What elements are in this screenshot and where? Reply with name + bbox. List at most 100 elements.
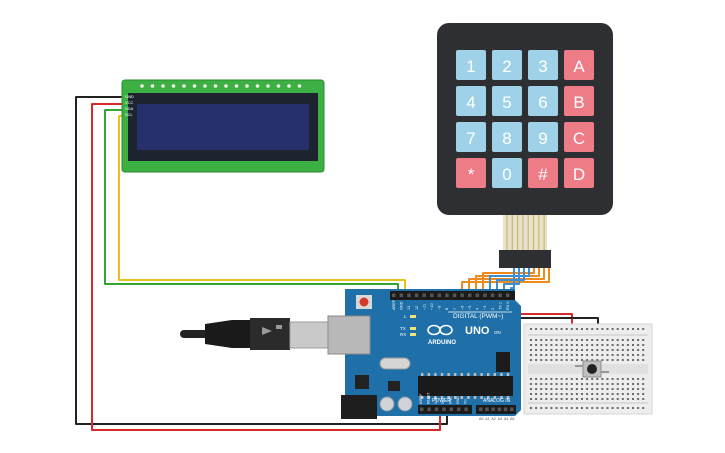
keypad-key[interactable]: 1 [456, 50, 486, 80]
analog-pin-label: A0 [479, 417, 483, 421]
keypad-key-label: # [538, 165, 548, 184]
lcd-header-pin [234, 84, 239, 88]
power-pin-label: 5V [441, 399, 445, 404]
power-pin-label: RESET [426, 393, 430, 404]
keypad-key-label: 1 [466, 57, 475, 76]
wire-keypad-6 [496, 268, 525, 292]
tx-label: TX [400, 326, 406, 331]
digital-pin-label: 12 [415, 306, 419, 310]
analog-pin-label: A4 [504, 417, 508, 421]
keypad-key-label: 2 [502, 57, 511, 76]
keypad-key-label: 8 [502, 129, 511, 148]
keypad-key-label: 0 [502, 165, 511, 184]
on-label: ON [494, 330, 501, 335]
digital-pin-label: ~6 [460, 306, 464, 310]
digital-pin-label: 4 [476, 308, 480, 310]
keypad-key-label: D [573, 165, 585, 184]
keypad-key[interactable]: 0 [492, 158, 522, 188]
wire-scl [118, 115, 406, 292]
rx-label: RX [400, 332, 406, 337]
digital-pin-label: AREF [392, 299, 396, 310]
keypad-key-label: 7 [466, 129, 475, 148]
wire-keypad-1 [461, 268, 550, 292]
lcd-header-pin [171, 84, 176, 88]
lcd-header-pin [297, 84, 302, 88]
power-label: POWER [432, 398, 451, 404]
analog-pin-label: A1 [485, 417, 489, 421]
arduino-logo: ARDUINO UNO [427, 324, 490, 346]
keypad-key[interactable]: 2 [492, 50, 522, 80]
analog-pin-label: A3 [498, 417, 502, 421]
lcd-header-pin [140, 84, 144, 88]
keypad-key[interactable]: D [564, 158, 594, 188]
analog-label: ANALOG IN [483, 398, 511, 404]
keypad-key[interactable]: C [564, 122, 594, 152]
keypad-key[interactable]: 4 [456, 86, 486, 116]
usb-port [327, 315, 371, 355]
keypad-key[interactable]: * [456, 158, 486, 188]
digital-pin-label: ~10 [430, 304, 434, 310]
digital-pin-label: 8 [445, 308, 449, 310]
digital-pin-label: TX 1 [498, 302, 502, 310]
keypad-key-label: 6 [538, 93, 547, 112]
digital-pin-label: GND [400, 301, 404, 310]
digital-pin-label: 13 [407, 306, 411, 310]
lcd-pin-gnd: GND [125, 94, 134, 99]
lcd-pin-sda: SDA [125, 106, 134, 111]
keypad-key[interactable]: A [564, 50, 594, 80]
lcd-header-pin [276, 84, 281, 88]
analog-pin-label: A5 [510, 417, 514, 421]
lcd-top-pins [140, 84, 302, 88]
analog-header [476, 405, 516, 414]
keypad-key-label: 5 [502, 93, 511, 112]
lcd-header-pin [161, 84, 165, 88]
keypad-key-label: A [573, 57, 585, 76]
keypad-key[interactable]: 7 [456, 122, 486, 152]
power-pin-label: IOREF [419, 394, 423, 404]
digital-pin-label: ~11 [422, 304, 426, 310]
push-button [575, 360, 609, 378]
wire-keypad-7 [503, 268, 520, 292]
keypad-key-label: 9 [538, 129, 547, 148]
digital-pin-label: ~9 [438, 306, 442, 310]
keypad-key[interactable]: B [564, 86, 594, 116]
power-jack [341, 395, 377, 419]
lcd-header-pin [192, 84, 197, 88]
usb-cable [180, 318, 329, 350]
lcd-header-pin [266, 84, 270, 88]
lcd-pin-vcc: VCC [125, 100, 134, 105]
model-label: UNO [465, 325, 490, 337]
wire-keypad-5 [489, 268, 530, 292]
keypad-key[interactable]: # [528, 158, 558, 188]
wire-sda [104, 109, 399, 292]
power-pin-label: Vin [463, 399, 467, 404]
lcd-header-pin [203, 84, 207, 88]
lcd-header-pin [224, 84, 228, 88]
l-label: L [404, 314, 407, 319]
keypad-key[interactable]: 5 [492, 86, 522, 116]
wire-gnd [75, 96, 448, 425]
lcd-header-pin [287, 84, 291, 88]
digital-header [390, 291, 515, 300]
lcd-header-pin [213, 84, 218, 88]
power-pin-label: 3.3V [434, 396, 438, 404]
lcd-pin-labels: GND VCC SDA SCL [125, 94, 134, 117]
analog-pin-label: A2 [491, 417, 495, 421]
digital-label: DIGITAL (PWM~) [453, 313, 503, 320]
keypad-connector [499, 250, 551, 268]
wire-keypad-4 [482, 268, 535, 292]
keypad-key[interactable]: 9 [528, 122, 558, 152]
lcd-pin-scl: SCL [125, 112, 134, 117]
keypad-key[interactable]: 6 [528, 86, 558, 116]
keypad-key[interactable]: 3 [528, 50, 558, 80]
keypad-ribbon [503, 215, 547, 250]
keypad-key[interactable]: 8 [492, 122, 522, 152]
lcd-header-pin [245, 84, 249, 88]
keypad-key-label: * [468, 165, 475, 184]
keypad-key-label: C [573, 129, 585, 148]
lcd-header-pin [255, 84, 260, 88]
